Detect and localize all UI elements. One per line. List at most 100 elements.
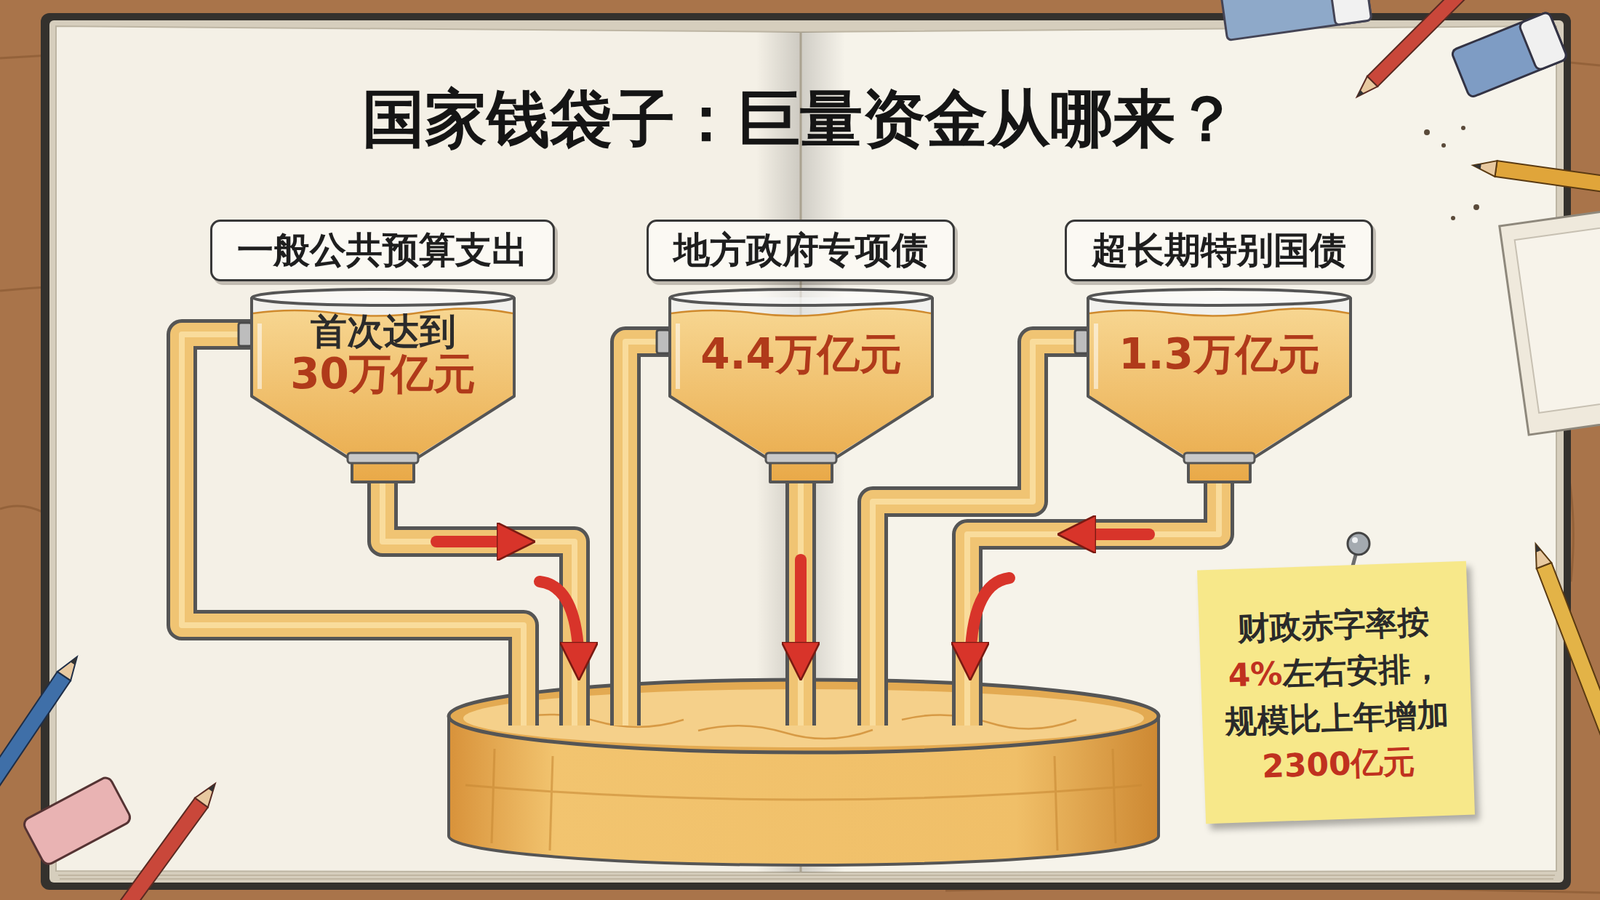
page-edge <box>59 878 1554 880</box>
pipe-shine <box>181 334 524 726</box>
eraser <box>1221 0 1372 40</box>
flow-arrow <box>1069 528 1150 541</box>
spout-band <box>1184 453 1255 464</box>
label-text: 一般公共预算支出 <box>237 227 528 274</box>
funnel-glass: 首次达到30万亿元 <box>250 287 516 484</box>
funnel-rim <box>1088 289 1351 306</box>
tank-sketch <box>1054 756 1058 851</box>
pipe-liquid <box>625 341 669 726</box>
funnel-liquid <box>671 308 931 483</box>
page-title: 国家钱袋子：巨量资金从哪来？ <box>0 81 1600 157</box>
note-text: 财政赤字率按 <box>1237 602 1431 647</box>
pipe-liquid <box>382 480 575 726</box>
note-text: 规模比上年增加 <box>1224 695 1450 741</box>
funnel-amount: 30万亿元 <box>290 351 476 398</box>
pencil-left-red <box>101 779 222 900</box>
pencil-tip <box>1472 157 1498 177</box>
glass-shine <box>1093 323 1099 390</box>
eraser-end <box>1518 11 1568 72</box>
note-text: 左右安排， <box>1281 649 1443 693</box>
page-edges <box>58 875 1555 880</box>
pencil-left-blue <box>0 652 84 814</box>
pipe-shine <box>797 480 804 726</box>
pencil-top-right <box>1352 0 1466 102</box>
pencil-body <box>1536 562 1600 746</box>
crumb <box>1461 125 1466 131</box>
spout-band <box>765 453 837 464</box>
spout-band <box>347 453 419 464</box>
pipe-shine <box>625 341 669 726</box>
funnel-glass <box>251 297 515 483</box>
pencil-tip <box>1528 541 1552 569</box>
pipe-outline <box>382 480 575 726</box>
flow-arrows <box>436 534 1150 670</box>
note-highlight: 2300亿元 <box>1261 743 1416 786</box>
pencil-body <box>0 672 71 814</box>
funnel-amount: 4.4万亿元 <box>700 331 902 378</box>
eraser-end <box>1328 0 1372 26</box>
tank-sketch <box>549 756 553 851</box>
glass-shine <box>675 323 680 390</box>
pipe-joint <box>1074 330 1088 354</box>
pencil-lead <box>70 655 80 665</box>
funnel-glass: 4.4万亿元 <box>668 287 934 484</box>
note-line: 2300亿元 <box>1224 737 1452 792</box>
funnel-text-area: 1.3万亿元 <box>1086 306 1352 403</box>
crumb <box>1473 204 1480 211</box>
pipe-liquid <box>789 480 813 726</box>
pencil-lead <box>208 782 217 792</box>
ripple <box>698 725 873 739</box>
flow-arrow <box>436 536 524 548</box>
pipe-liquid <box>967 480 1219 726</box>
funnel-amount: 1.3万亿元 <box>1118 331 1320 378</box>
label-tab: 超长期特别国债 <box>1064 219 1374 282</box>
paper-card-inner <box>1514 226 1600 414</box>
tank-sketch <box>465 749 1142 851</box>
sticky-note: 财政赤字率按 4%左右安排，规模比上年增加2300亿元 <box>1197 561 1475 825</box>
label-tab: 一般公共预算支出 <box>210 219 555 282</box>
liquid-surface <box>1089 308 1350 316</box>
pipe-shine <box>382 480 575 726</box>
tank-sketch <box>491 749 495 844</box>
pencil-body <box>1367 0 1465 87</box>
funnel-rim <box>252 289 515 306</box>
crumb <box>1450 216 1456 221</box>
pencil-right-bottom <box>1528 541 1600 745</box>
pipe-outline <box>785 480 816 726</box>
eraser-blue <box>1450 11 1568 99</box>
pencil-tip <box>1352 76 1378 102</box>
funnel-rim <box>670 289 933 306</box>
tank-sketch <box>465 785 1142 800</box>
eraser <box>1450 11 1568 99</box>
funnel-liquid <box>253 308 513 483</box>
paper-card <box>1499 208 1600 435</box>
crumb <box>1424 129 1430 136</box>
pencil-lead <box>1472 162 1482 170</box>
funnel-outline <box>1088 297 1351 483</box>
pipe-shine <box>967 480 1219 726</box>
eraser <box>21 776 133 867</box>
pin-head <box>1347 533 1370 555</box>
note-highlight: 4% <box>1227 654 1283 694</box>
crumbs <box>1424 125 1480 221</box>
pin-shine <box>1352 537 1358 544</box>
crumb <box>1441 143 1446 148</box>
funnel-outline <box>669 297 933 483</box>
pencil-right <box>1472 157 1600 198</box>
flow-arrow <box>539 581 579 670</box>
tank-sketch <box>1112 749 1116 844</box>
funnel-outline <box>251 297 515 483</box>
label-text: 地方政府专项债 <box>673 227 928 274</box>
label-text: 超长期特别国债 <box>1091 227 1347 274</box>
flow-arrow <box>794 560 807 670</box>
note-line: 规模比上年增加 <box>1223 690 1451 746</box>
eraser-pink <box>21 776 133 867</box>
funnel-liquid <box>1089 308 1350 483</box>
funnel-text-area: 4.4万亿元 <box>668 306 934 403</box>
glass-shine <box>257 323 262 390</box>
funnel-shape <box>1086 287 1352 484</box>
funnel-shape <box>668 287 934 484</box>
pipe-outline <box>625 341 669 726</box>
